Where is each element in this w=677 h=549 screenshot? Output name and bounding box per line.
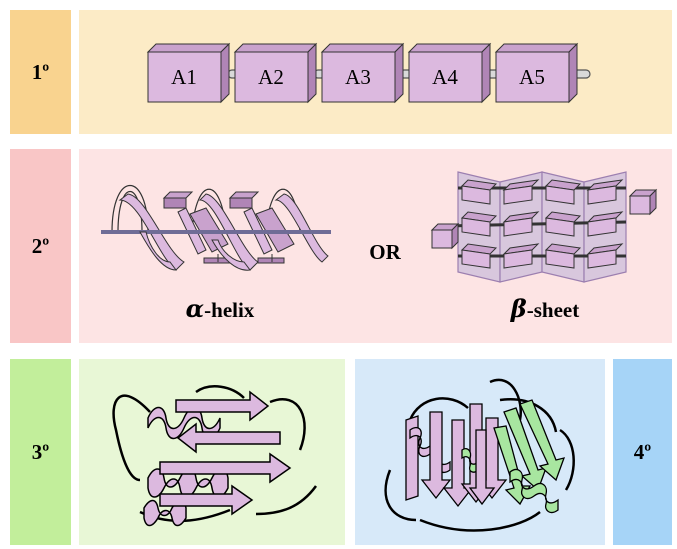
secondary-structure-label: 2º bbox=[31, 233, 50, 258]
beta-sheet-caption: β-sheet bbox=[470, 294, 620, 323]
primary-structure-label: 1º bbox=[31, 59, 50, 84]
residue-label-a3: A3 bbox=[345, 65, 371, 89]
residue-box-a3 bbox=[320, 42, 405, 104]
amino-acid-chain: A1 A2 A3 A4 A5 bbox=[146, 42, 591, 104]
tertiary-structure-panel bbox=[79, 359, 345, 545]
tertiary-structure-label: 3º bbox=[31, 439, 50, 464]
residue-box-a4 bbox=[407, 42, 492, 104]
alpha-symbol: α bbox=[185, 294, 205, 323]
beta-symbol: β bbox=[510, 294, 527, 323]
alpha-helix-diagram bbox=[101, 185, 331, 271]
or-label: OR bbox=[369, 240, 401, 264]
residue-label-a2: A2 bbox=[258, 65, 284, 89]
quaternary-structure-label: 4º bbox=[633, 439, 652, 464]
residue-box-a2 bbox=[233, 42, 318, 104]
primary-structure-tag bbox=[10, 10, 71, 134]
residue-label-a5: A5 bbox=[519, 65, 545, 89]
quaternary-structure-tag bbox=[613, 359, 672, 545]
residue-box-a5 bbox=[494, 42, 579, 104]
alpha-helix-caption: α-helix bbox=[150, 294, 290, 323]
residue-label-a4: A4 bbox=[432, 65, 458, 89]
helix-axis bbox=[101, 230, 331, 234]
alpha-helix-text: -helix bbox=[204, 298, 255, 322]
beta-sheet-text: -sheet bbox=[526, 298, 580, 322]
tertiary-structure-tag bbox=[10, 359, 71, 545]
residue-box-a1 bbox=[146, 42, 231, 104]
residue-label-a1: A1 bbox=[171, 65, 197, 89]
beta-sheet-diagram bbox=[430, 171, 658, 283]
secondary-structure-tag bbox=[10, 149, 71, 343]
